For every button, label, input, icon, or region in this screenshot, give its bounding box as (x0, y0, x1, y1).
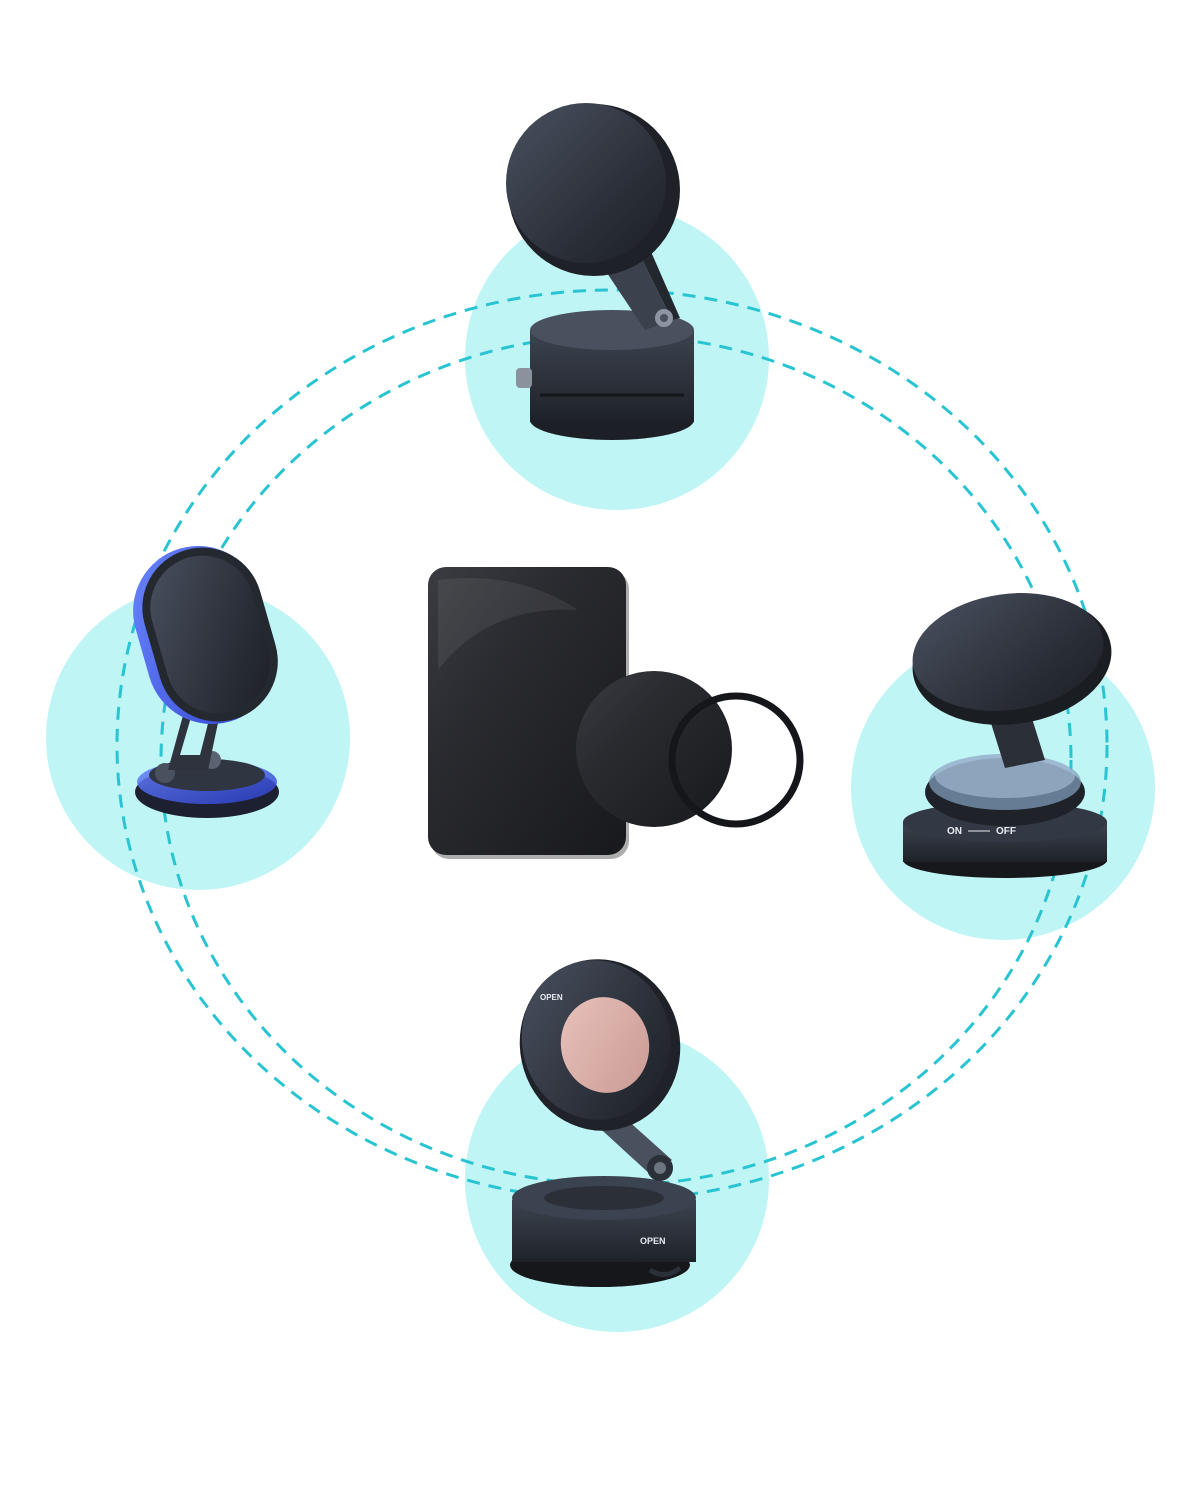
dashed-ring-outer (115, 288, 1109, 1202)
off-label: OFF (996, 826, 1016, 837)
ring-magnet-holder-icon: OPEN OPEN (510, 959, 696, 1287)
metal-plates-icon (428, 567, 804, 859)
open-base-label: OPEN (640, 1236, 666, 1246)
open-dial-label: OPEN (540, 993, 563, 1002)
round-magnetic-holder-icon (506, 103, 694, 440)
foldable-disc-holder-icon: ON OFF (903, 593, 1112, 878)
oval-magnetic-holder-icon (133, 545, 279, 818)
on-label: ON (947, 826, 962, 837)
